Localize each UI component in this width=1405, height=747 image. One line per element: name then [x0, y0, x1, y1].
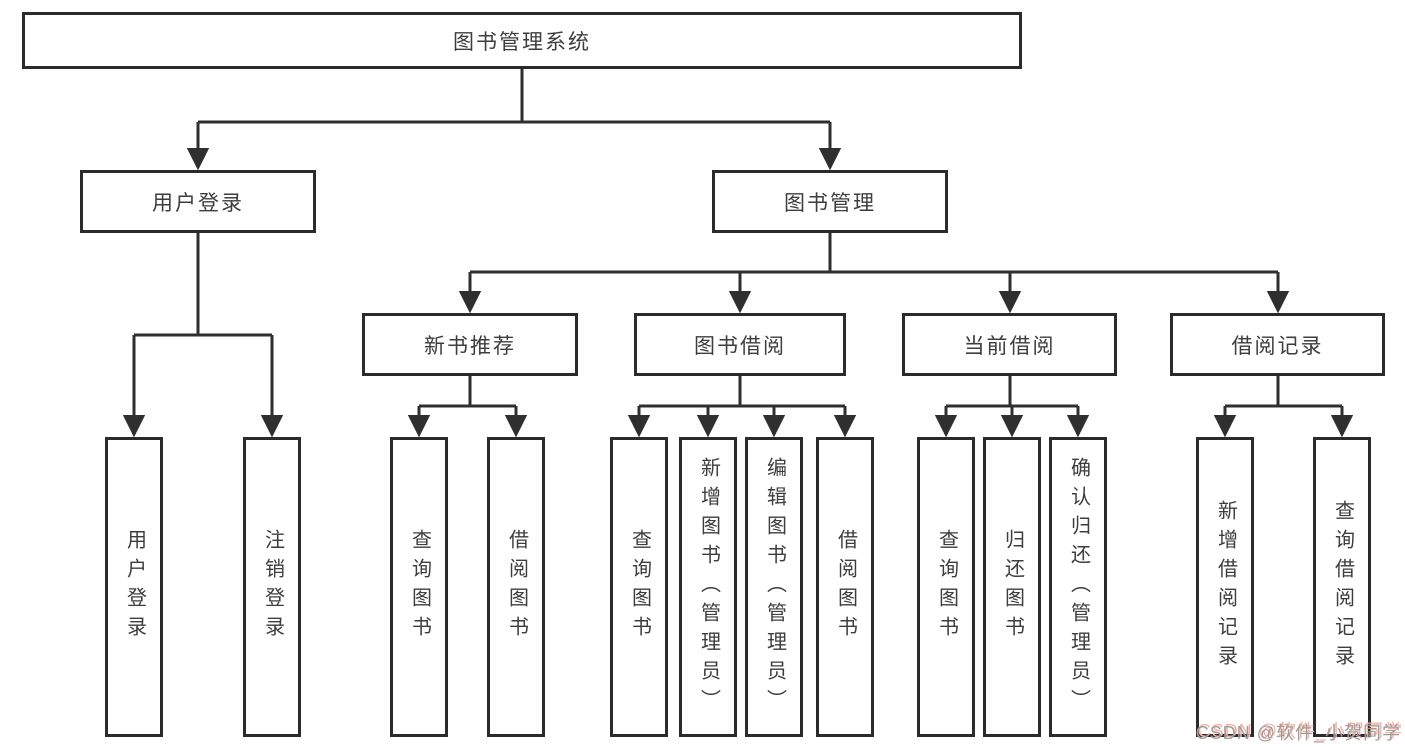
- node-leaf-logout-label: 注销登录: [261, 529, 284, 645]
- csdn-watermark: CSDN @软件_小贺同学: [1195, 723, 1401, 743]
- connector-book-borrow-children: [627, 376, 857, 438]
- connector-root-children: [186, 68, 842, 171]
- node-leaf-rec-borrow-book: 借阅图书: [487, 437, 545, 737]
- node-book-borrow: 图书借阅: [634, 313, 846, 376]
- node-leaf-bb-query-book: 查询图书: [610, 437, 668, 737]
- node-user-login: 用户登录: [80, 170, 316, 233]
- node-leaf-user-login: 用户登录: [105, 437, 163, 737]
- node-leaf-bb-edit-book-label: 编辑图书（管理员）: [763, 456, 786, 718]
- node-leaf-user-login-label: 用户登录: [123, 529, 146, 645]
- node-leaf-cb-confirm-return-label: 确认归还（管理员）: [1067, 456, 1090, 718]
- node-leaf-cb-query-book-label: 查询图书: [935, 529, 958, 645]
- node-leaf-bb-query-book-label: 查询图书: [628, 529, 651, 645]
- node-user-login-label: 用户登录: [152, 191, 244, 215]
- connector-user-login-children: [122, 233, 284, 438]
- node-leaf-bb-borrow-book-label: 借阅图书: [834, 529, 857, 645]
- node-borrow-record-label: 借阅记录: [1231, 334, 1324, 358]
- node-leaf-br-query-record: 查询借阅记录: [1313, 437, 1371, 737]
- connector-new-book-rec-children: [407, 376, 528, 438]
- connector-current-borrow-children: [934, 376, 1090, 438]
- node-leaf-bb-edit-book: 编辑图书（管理员）: [745, 437, 803, 737]
- node-book-mgmt-label: 图书管理: [784, 191, 876, 215]
- node-leaf-br-add-record: 新增借阅记录: [1196, 437, 1254, 737]
- node-leaf-br-query-record-label: 查询借阅记录: [1331, 500, 1354, 674]
- node-leaf-cb-return-book: 归还图书: [983, 437, 1041, 737]
- node-current-borrow: 当前借阅: [902, 313, 1117, 376]
- node-leaf-cb-query-book: 查询图书: [917, 437, 975, 737]
- node-root-label: 图书管理系统: [453, 30, 591, 54]
- connector-book-mgmt-children: [458, 233, 1290, 314]
- node-current-borrow-label: 当前借阅: [963, 334, 1056, 358]
- node-leaf-cb-confirm-return: 确认归还（管理员）: [1049, 437, 1107, 737]
- node-root: 图书管理系统: [22, 12, 1022, 69]
- node-leaf-rec-borrow-book-label: 借阅图书: [505, 529, 528, 645]
- node-leaf-bb-add-book-label: 新增图书（管理员）: [697, 456, 720, 718]
- node-leaf-bb-add-book: 新增图书（管理员）: [679, 437, 737, 737]
- node-leaf-rec-query-book-label: 查询图书: [408, 529, 431, 645]
- node-book-mgmt: 图书管理: [712, 170, 948, 233]
- node-leaf-bb-borrow-book: 借阅图书: [816, 437, 874, 737]
- node-leaf-cb-return-book-label: 归还图书: [1001, 529, 1024, 645]
- node-borrow-record: 借阅记录: [1170, 313, 1385, 376]
- node-leaf-br-add-record-label: 新增借阅记录: [1214, 500, 1237, 674]
- connector-borrow-record-children: [1213, 376, 1354, 438]
- node-new-book-rec-label: 新书推荐: [424, 334, 516, 358]
- node-leaf-logout: 注销登录: [243, 437, 301, 737]
- node-leaf-rec-query-book: 查询图书: [390, 437, 448, 737]
- node-new-book-rec: 新书推荐: [362, 313, 578, 376]
- node-book-borrow-label: 图书借阅: [694, 334, 786, 358]
